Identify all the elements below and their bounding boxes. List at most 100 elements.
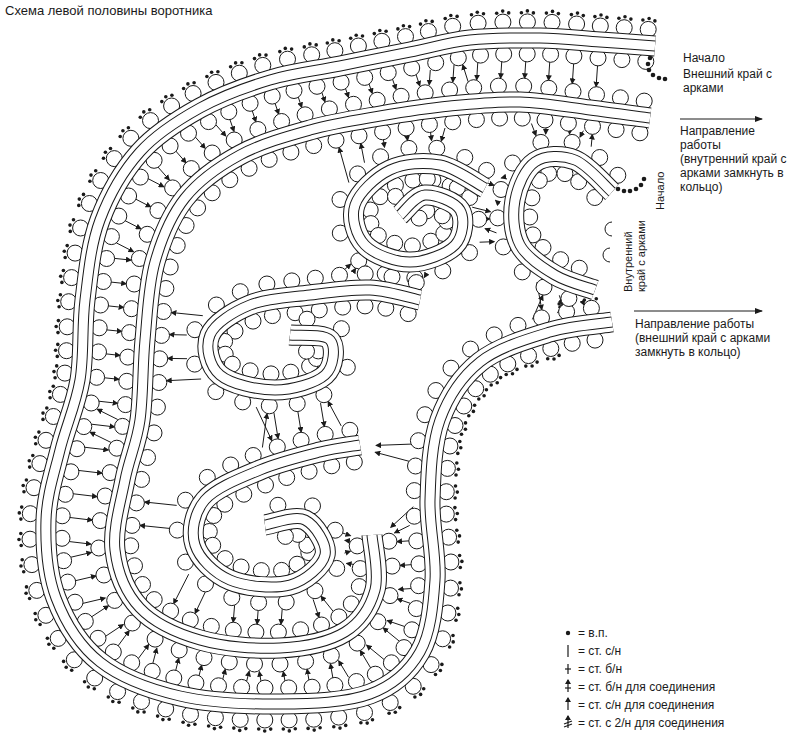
picot-dot [583, 298, 587, 302]
picot-dot [48, 396, 52, 400]
connecting-bar [453, 65, 454, 82]
picot-dot [187, 724, 191, 728]
picot-dot [89, 173, 93, 177]
braid-gap [193, 445, 360, 587]
picot-dot [365, 721, 369, 725]
picot-dot [264, 53, 268, 57]
picot-dot [359, 721, 363, 725]
picot-dot [384, 30, 388, 34]
direction-arrow [680, 119, 762, 120]
braid-line [514, 157, 612, 290]
picot-dot [82, 193, 86, 197]
connecting-bar [170, 334, 187, 335]
connecting-bar [367, 645, 385, 660]
picot-dot [318, 726, 322, 730]
connecting-bar [99, 401, 118, 403]
connecting-bar [416, 74, 420, 86]
picot-dot [19, 532, 23, 536]
picot-dot [467, 414, 471, 418]
picot-dot [192, 81, 196, 85]
connecting-bar [472, 207, 490, 212]
connecting-bar [463, 65, 468, 82]
connecting-bar [90, 432, 111, 443]
picot-dot [57, 305, 61, 309]
picot-dot [118, 135, 122, 139]
connecting-bar [259, 672, 261, 682]
connecting-bar [429, 70, 430, 85]
connecting-bar [106, 330, 122, 332]
picot-dot [38, 623, 42, 627]
picot-dot [394, 710, 398, 714]
connecting-bar [168, 358, 187, 359]
picot-dot [599, 13, 603, 17]
picot-dot [22, 490, 26, 494]
picot-dot [109, 147, 113, 151]
picot-dot [332, 725, 336, 729]
braid-gap [208, 290, 420, 390]
picot-dot [582, 14, 586, 18]
picot-dot [535, 360, 539, 364]
picot-dot [314, 43, 318, 47]
picot-dot [31, 454, 35, 458]
picot-dot [54, 349, 58, 353]
picot-dot [546, 357, 550, 361]
connecting-bar [110, 282, 126, 284]
connecting-bar [69, 517, 92, 520]
braid-gap [46, 38, 655, 704]
legend-text: = ст. б/н [578, 662, 622, 676]
picot-dot [402, 24, 406, 28]
connecting-bar [118, 631, 130, 647]
picot-dot [396, 27, 400, 31]
picot-dot [511, 372, 515, 376]
connecting-bar [283, 672, 285, 682]
picot-dot [439, 669, 443, 673]
picot-dot [139, 115, 143, 119]
picot-dot [25, 585, 29, 589]
picot-dot [232, 726, 236, 730]
braid-band [115, 102, 650, 648]
picot-dot [593, 15, 597, 19]
picot-dot [19, 564, 23, 568]
picot-dot [456, 512, 460, 516]
picot-dot [59, 274, 63, 278]
picot-dot [111, 700, 115, 704]
picot-dot [460, 432, 464, 436]
picot-dot [41, 418, 45, 422]
picot-dot [557, 302, 561, 306]
picot-dot [455, 15, 459, 19]
picot-dot [182, 87, 186, 91]
picot-dot [449, 14, 453, 18]
picot-dot [453, 506, 457, 510]
picot-dot [258, 53, 262, 57]
picot-dot [349, 37, 353, 41]
picot-dot [552, 357, 556, 361]
picot-dot [337, 39, 341, 43]
picot-dot [526, 9, 530, 13]
connecting-bar [399, 588, 412, 590]
picot-dot [269, 727, 273, 731]
braid-band [353, 163, 485, 262]
picot-dot [205, 75, 209, 79]
picot-dot [229, 65, 233, 69]
picot-dot [294, 727, 298, 731]
braid-line [514, 157, 612, 290]
connecting-bar [424, 276, 426, 278]
picot-dot [263, 729, 267, 733]
connecting-bar [257, 610, 258, 625]
picot-dot [290, 47, 294, 51]
picot-dot [530, 364, 534, 368]
connecting-bar [298, 411, 302, 433]
picot-dot [20, 505, 24, 509]
braid-gap [46, 38, 655, 704]
picot-dot [470, 13, 474, 17]
picot-dot [456, 607, 460, 611]
picot-dot [55, 364, 59, 368]
connecting-bar [480, 241, 495, 243]
picot-dot [520, 11, 524, 15]
connecting-bar [501, 61, 502, 78]
legend-symbols [564, 631, 572, 728]
picot-dot [515, 368, 519, 372]
connecting-bar [78, 470, 102, 473]
picot-dot [284, 47, 288, 51]
picot-dot [193, 723, 197, 727]
